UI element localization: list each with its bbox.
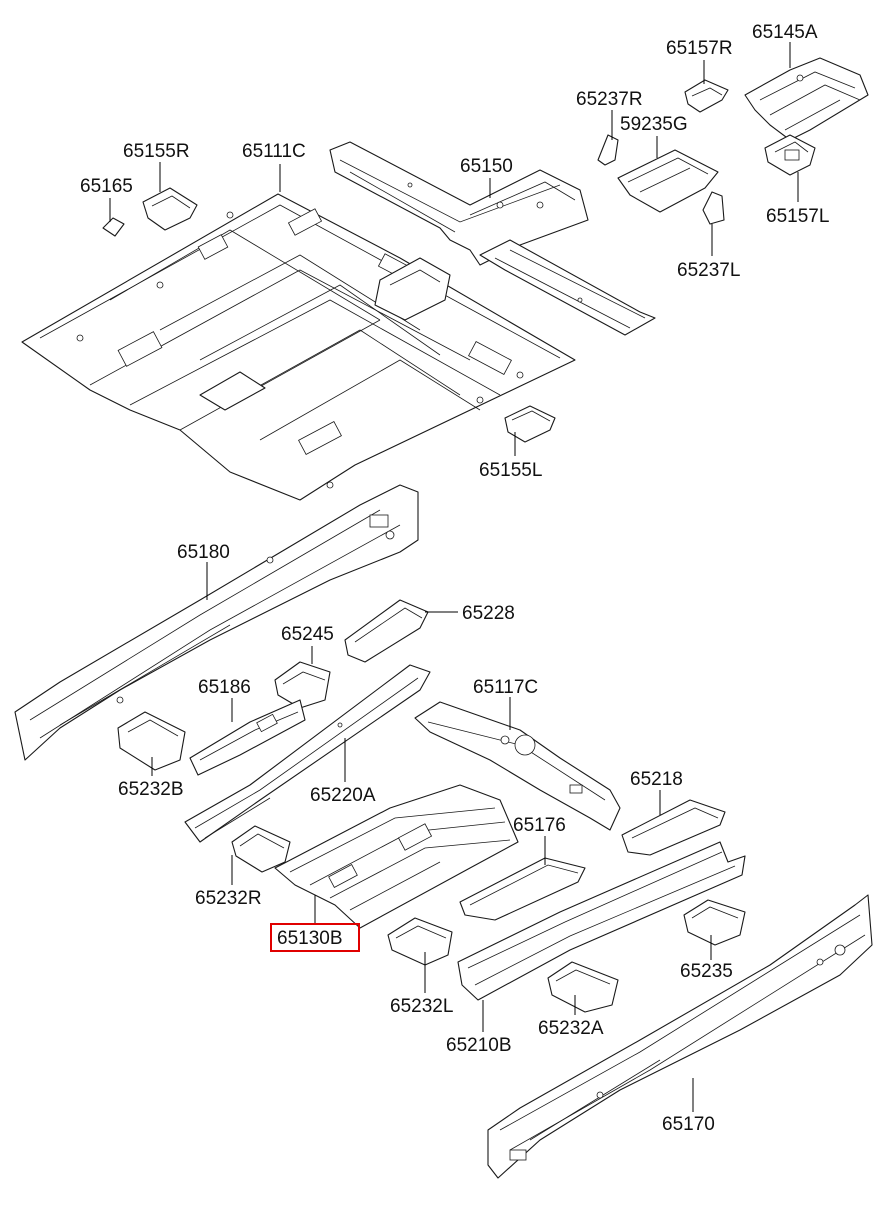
part-label-65232B[interactable]: 65232B — [118, 779, 184, 800]
part-label-65180[interactable]: 65180 — [177, 542, 230, 563]
part-label-65176[interactable]: 65176 — [513, 815, 566, 836]
part-label-65170[interactable]: 65170 — [662, 1114, 715, 1135]
bracket-65232R-drawing[interactable] — [231, 825, 291, 873]
bracket-65157R-drawing[interactable] — [684, 79, 729, 113]
side-sill-65170-drawing[interactable] — [487, 894, 873, 1179]
member-65220A-drawing[interactable] — [184, 664, 431, 843]
part-label-65245[interactable]: 65245 — [281, 624, 334, 645]
highlight-box-65130B — [270, 923, 360, 952]
part-labels: 65145A 65157R 65237R 59235G 65155R 65111… — [80, 22, 829, 1135]
part-label-65155R[interactable]: 65155R — [123, 141, 190, 162]
bracket-65157L-drawing[interactable] — [764, 134, 816, 176]
bracket-59235G-drawing[interactable] — [617, 149, 719, 213]
part-label-65186[interactable]: 65186 — [198, 677, 251, 698]
part-label-65210B[interactable]: 65210B — [446, 1035, 512, 1056]
crossmember-65117C-drawing[interactable] — [414, 701, 621, 831]
member-65210B-drawing[interactable] — [457, 841, 746, 1001]
part-label-65237R[interactable]: 65237R — [576, 89, 643, 110]
bracket-65232A-drawing[interactable] — [547, 961, 619, 1013]
bracket-65228-drawing[interactable] — [344, 599, 429, 663]
part-label-65232L[interactable]: 65232L — [390, 996, 453, 1017]
bracket-65237R-drawing[interactable] — [597, 134, 619, 166]
part-label-65235[interactable]: 65235 — [680, 961, 733, 982]
part-label-65220A[interactable]: 65220A — [310, 785, 376, 806]
part-label-65232A[interactable]: 65232A — [538, 1018, 604, 1039]
part-label-65117C[interactable]: 65117C — [473, 677, 538, 698]
bracket-65155L-drawing[interactable] — [504, 405, 556, 443]
bracket-65232B-drawing[interactable] — [117, 711, 186, 771]
leader-lines — [109, 42, 799, 1112]
bracket-65245-drawing[interactable] — [274, 661, 331, 709]
part-label-65130B[interactable]: 65130B — [277, 928, 343, 949]
floor-panel-drawing[interactable] — [21, 193, 576, 501]
bracket-65237L-drawing[interactable] — [702, 191, 725, 225]
bracket-65218-drawing[interactable] — [621, 799, 726, 856]
part-label-65237L[interactable]: 65237L — [677, 260, 740, 281]
bracket-65235-drawing[interactable] — [683, 899, 746, 946]
part-label-65165[interactable]: 65165 — [80, 176, 133, 197]
bracket-65155R-drawing[interactable] — [142, 187, 198, 231]
part-label-65157L[interactable]: 65157L — [766, 206, 829, 227]
part-label-59235G[interactable]: 59235G — [620, 114, 688, 135]
side-sill-65180-drawing[interactable] — [14, 484, 419, 761]
crossmember-65150-drawing[interactable] — [329, 141, 656, 336]
part-label-65155L[interactable]: 65155L — [479, 460, 542, 481]
part-label-65232R[interactable]: 65232R — [195, 888, 262, 909]
part-label-65218[interactable]: 65218 — [630, 769, 683, 790]
part-label-65228[interactable]: 65228 — [462, 603, 515, 624]
bracket-65232L-drawing[interactable] — [387, 917, 453, 966]
part-label-65150[interactable]: 65150 — [460, 156, 513, 177]
part-label-65157R[interactable]: 65157R — [666, 38, 733, 59]
part-label-65111C[interactable]: 65111C — [242, 141, 306, 162]
bracket-65186-drawing[interactable] — [189, 699, 306, 776]
part-label-65145A[interactable]: 65145A — [752, 22, 818, 43]
clip-65165-drawing[interactable] — [102, 217, 125, 237]
rear-panel-65145A-drawing[interactable] — [744, 57, 869, 141]
